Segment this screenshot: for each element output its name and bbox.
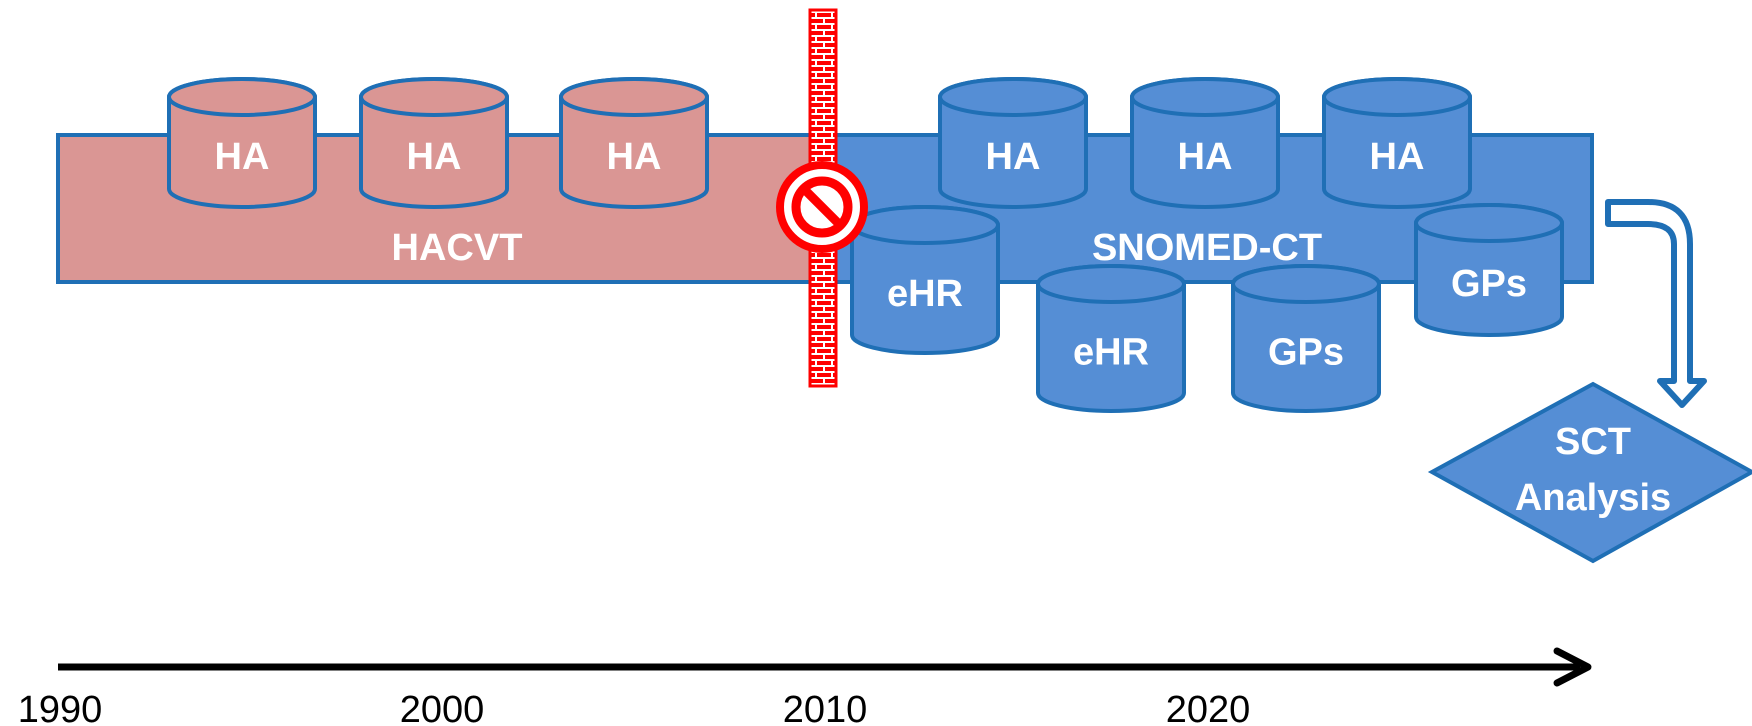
no-entry-icon bbox=[776, 161, 868, 253]
analysis-line1: SCT bbox=[1555, 421, 1631, 463]
bent-arrow-icon bbox=[1605, 199, 1707, 408]
database-label: eHR bbox=[887, 273, 963, 315]
cylinder-top bbox=[938, 77, 1088, 117]
cylinder-top bbox=[167, 77, 317, 117]
database-label: HA bbox=[215, 136, 270, 178]
database-cylinder-gps2: GPs bbox=[1231, 264, 1381, 413]
cylinder-top bbox=[1130, 77, 1280, 117]
sct-analysis-node: SCT Analysis bbox=[1427, 381, 1752, 564]
database-label: HA bbox=[1370, 136, 1425, 178]
cylinder-top bbox=[559, 77, 709, 117]
database-label: HA bbox=[407, 136, 462, 178]
database-cylinder-gps1: GPs bbox=[1414, 203, 1564, 337]
database-cylinder-ha4: HA bbox=[938, 77, 1088, 209]
database-cylinder-ha1: HA bbox=[167, 77, 317, 209]
database-label: HA bbox=[1178, 136, 1233, 178]
timeline: 1990 2000 2010 2020 bbox=[18, 647, 1592, 726]
database-label: HA bbox=[607, 136, 662, 178]
database-cylinder-ehr2: eHR bbox=[1036, 264, 1186, 413]
database-label: eHR bbox=[1073, 332, 1149, 374]
cylinder-top bbox=[1322, 77, 1472, 117]
database-label: GPs bbox=[1451, 263, 1527, 305]
timeline-arrowhead bbox=[1553, 647, 1592, 687]
database-cylinder-ehr1: eHR bbox=[850, 205, 1000, 355]
analysis-line2: Analysis bbox=[1515, 477, 1671, 519]
database-cylinder-ha3: HA bbox=[559, 77, 709, 209]
cylinder-top bbox=[1036, 264, 1186, 304]
cylinder-top bbox=[359, 77, 509, 117]
database-label: HA bbox=[986, 136, 1041, 178]
cylinder-top bbox=[1231, 264, 1381, 304]
year-label-2000: 2000 bbox=[400, 689, 485, 726]
year-label-2020: 2020 bbox=[1166, 689, 1251, 726]
cylinder-top bbox=[850, 205, 1000, 245]
year-label-2010: 2010 bbox=[783, 689, 868, 726]
cylinder-top bbox=[1414, 203, 1564, 243]
hacvt-label: HACVT bbox=[392, 227, 523, 269]
database-cylinder-ha2: HA bbox=[359, 77, 509, 209]
snomed-label: SNOMED-CT bbox=[1092, 227, 1322, 269]
year-label-1990: 1990 bbox=[18, 689, 103, 726]
database-cylinder-ha6: HA bbox=[1322, 77, 1472, 209]
database-cylinder-ha5: HA bbox=[1130, 77, 1280, 209]
database-label: GPs bbox=[1268, 332, 1344, 374]
